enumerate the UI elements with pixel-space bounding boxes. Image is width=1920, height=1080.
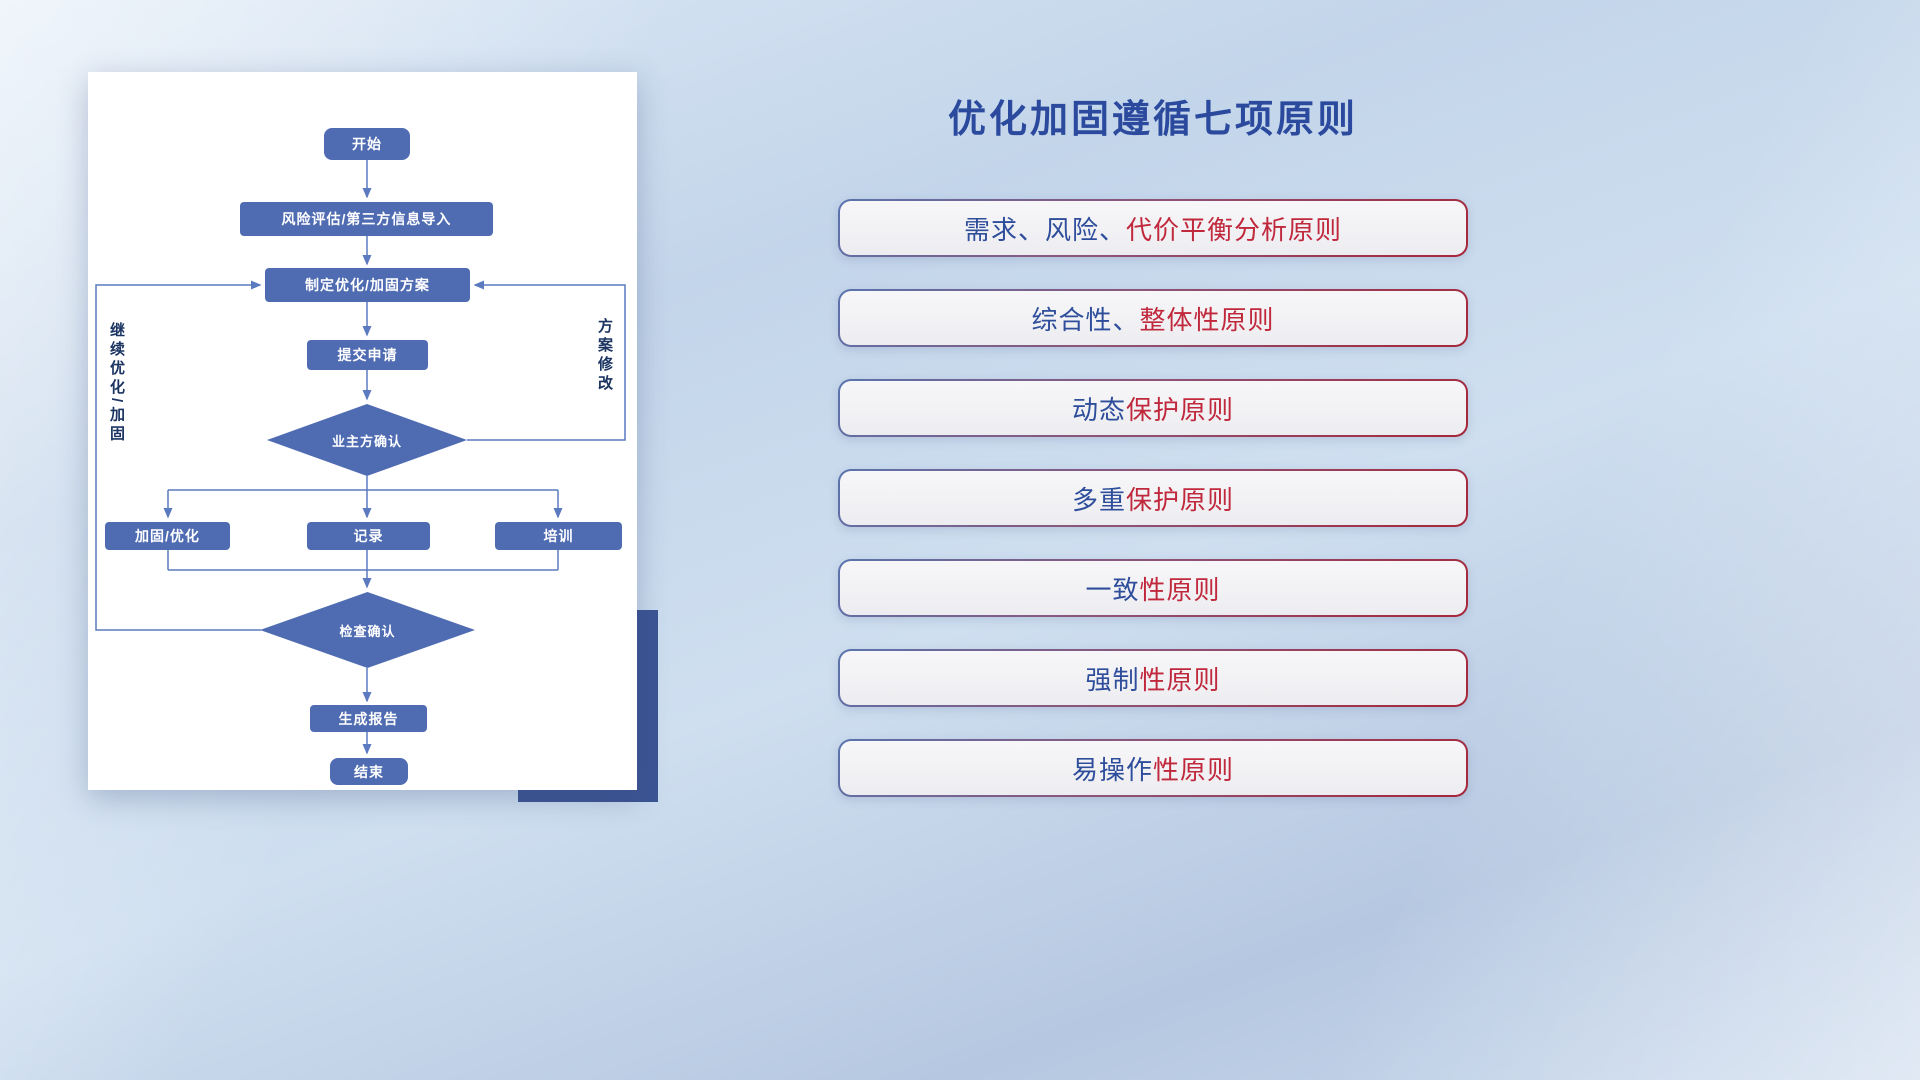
principle-text-blue: 易操作 xyxy=(1071,754,1153,785)
flowchart-card: 开始 风险评估/第三方信息导入 制定优化/加固方案 提交申请 业主方确认 加固/… xyxy=(88,72,637,790)
principle-text-blue: 综合性、 xyxy=(1031,304,1140,335)
principle-text-red: 代价平衡分析原则 xyxy=(1126,214,1343,245)
principle-text-red: 保护原则 xyxy=(1126,394,1235,425)
principle-text-red: 性原则 xyxy=(1139,664,1221,695)
principle-text-blue: 需求、风险、 xyxy=(963,214,1126,245)
principle-item: 综合性、整体性原则 xyxy=(838,289,1468,347)
flow-node-start: 开始 xyxy=(324,128,410,160)
flowchart-connectors xyxy=(95,160,626,755)
principle-text-blue: 一致 xyxy=(1085,574,1140,605)
loop-label-modify: 方案修改 xyxy=(596,318,613,394)
principle-text-red: 性原则 xyxy=(1153,754,1235,785)
flow-node-training: 培训 xyxy=(495,522,622,550)
flow-node-harden: 加固/优化 xyxy=(105,522,230,550)
principle-text-blue: 多重 xyxy=(1071,484,1126,515)
flow-node-record: 记录 xyxy=(307,522,430,550)
flow-node-risk-import: 风险评估/第三方信息导入 xyxy=(240,202,493,236)
principles-list: 需求、风险、代价平衡分析原则 综合性、整体性原则 动态保护原则 多重保护原则 一… xyxy=(838,199,1468,797)
principle-item: 动态保护原则 xyxy=(838,379,1468,437)
principle-text-blue: 动态 xyxy=(1071,394,1126,425)
principle-text-red: 整体性原则 xyxy=(1139,304,1275,335)
principles-panel: 优化加固遵循七项原则 需求、风险、代价平衡分析原则 综合性、整体性原则 动态保护… xyxy=(838,88,1468,797)
flow-node-end: 结束 xyxy=(330,758,408,785)
principle-item: 易操作性原则 xyxy=(838,739,1468,797)
principle-item: 一致性原则 xyxy=(838,559,1468,617)
principle-text-red: 性原则 xyxy=(1139,574,1221,605)
principle-item: 强制性原则 xyxy=(838,649,1468,707)
principle-item: 多重保护原则 xyxy=(838,469,1468,527)
loop-label-continue: 继续优化/加固 xyxy=(108,322,125,445)
page-title: 优化加固遵循七项原则 xyxy=(947,99,1358,141)
flow-node-submit: 提交申请 xyxy=(307,340,428,370)
principle-text-red: 保护原则 xyxy=(1126,484,1235,515)
flow-node-make-plan: 制定优化/加固方案 xyxy=(265,268,470,302)
flow-node-report: 生成报告 xyxy=(310,705,427,732)
principle-item: 需求、风险、代价平衡分析原则 xyxy=(838,199,1468,257)
principle-text-blue: 强制 xyxy=(1085,664,1140,695)
